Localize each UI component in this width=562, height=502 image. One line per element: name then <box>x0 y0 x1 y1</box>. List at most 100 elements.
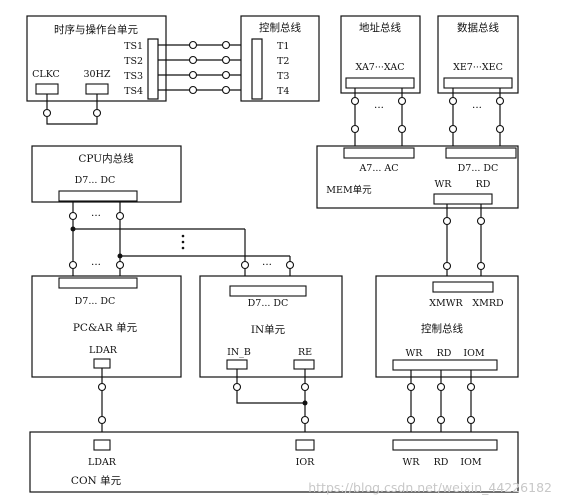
data-bus-title: 数据总线 <box>457 21 499 34</box>
t2-label: T2 <box>277 56 289 67</box>
cpu-internal-bus: CPU内总线 D7... DC <box>31 145 182 203</box>
re-label: RE <box>298 347 312 358</box>
in-b-node <box>232 382 242 392</box>
address-bus-unit: 地址总线 XA7···XAC <box>340 15 421 94</box>
ldar-node-2 <box>97 415 107 425</box>
data-bus-ellipsis: ··· <box>472 102 482 114</box>
mem-unit-title: MEM单元 <box>326 184 372 196</box>
con-ldar-port <box>93 439 111 451</box>
t3-node-right <box>221 70 231 80</box>
clkc-label: CLKC <box>32 69 60 80</box>
hz30-port <box>85 83 109 95</box>
control-to-con-wires <box>406 370 476 442</box>
control-bus-top: 控制总线 T1 T2 T3 T4 <box>240 15 320 102</box>
t1-label: T1 <box>277 41 289 52</box>
in-data-port <box>229 285 307 297</box>
iom-node-2 <box>466 415 476 425</box>
con-ldar-label: LDAR <box>88 457 117 468</box>
hz30-label: 30HZ <box>84 69 111 80</box>
timing-console-unit: 时序与操作台单元 TS1 TS2 TS3 TS4 CLKC 30HZ <box>26 15 167 102</box>
cpu-bus-wires: ··· ··· ··· <box>68 201 295 286</box>
rd-node-1 <box>436 382 446 392</box>
addr-node-1 <box>350 96 360 106</box>
ts3-label: TS3 <box>124 71 143 82</box>
mem-control-port <box>433 193 493 205</box>
t4-node-right <box>221 85 231 95</box>
addr-bus-ellipsis: ··· <box>374 102 384 114</box>
con-wr-label: WR <box>403 457 421 468</box>
cpu-node-1 <box>68 211 78 221</box>
control-bus-right-title: 控制总线 <box>421 322 463 335</box>
in-port-label: D7... DC <box>248 298 289 309</box>
ts3-node-left <box>188 70 198 80</box>
data-bus-port-label: XE7···XEC <box>453 62 503 73</box>
mem-unit: A7... AC D7... DC MEM单元 WR RD <box>316 145 519 209</box>
bus-to-mem-wires: ··· ··· <box>350 88 505 148</box>
in-unit: D7... DC IN单元 IN_B RE <box>199 275 343 378</box>
mem-wr-node-1 <box>442 216 452 226</box>
mem-to-control-wires <box>442 204 486 282</box>
t1-node-right <box>221 40 231 50</box>
mem-data-port <box>445 147 517 159</box>
re-node-1 <box>300 382 310 392</box>
control-bus-right-bottom-port <box>392 359 498 371</box>
in-ellipsis: ··· <box>262 259 272 271</box>
data-node-3 <box>448 124 458 134</box>
addr-node-4 <box>397 124 407 134</box>
mem-wr-node-2 <box>442 261 452 271</box>
pc-ar-title: PC&AR 单元 <box>73 322 138 334</box>
cpu-junction-1 <box>70 226 76 232</box>
pcar-node-1 <box>68 260 78 270</box>
ior-node <box>300 415 310 425</box>
mem-data-port-label: D7... DC <box>458 163 499 174</box>
in-node-1 <box>240 260 250 270</box>
con-rd-label: RD <box>434 457 449 468</box>
ts-connector-bar <box>147 38 159 100</box>
pc-ar-unit: D7... DC PC&AR 单元 LDAR <box>31 275 182 378</box>
wr-node-2 <box>406 415 416 425</box>
cpu-bus-port-label: D7... DC <box>75 175 116 186</box>
ctrl-wr-label: WR <box>406 348 424 359</box>
ts1-node-left <box>188 40 198 50</box>
address-bus-title: 地址总线 <box>359 21 401 34</box>
in-b-port <box>226 359 248 370</box>
ts-to-t-wires <box>158 40 252 95</box>
ldar-node-1 <box>97 382 107 392</box>
addr-node-2 <box>397 96 407 106</box>
hz30-node <box>92 108 102 118</box>
cpu-bus-ellipsis-top: ··· <box>91 210 101 222</box>
data-bus-unit: 数据总线 XE7···XEC <box>437 15 519 94</box>
pc-ar-ldar-label: LDAR <box>89 345 118 356</box>
t-connector-bar <box>251 38 263 100</box>
in-node-2 <box>285 260 295 270</box>
cpu-bus-port <box>58 190 138 202</box>
cpu-node-2 <box>115 211 125 221</box>
addr-node-3 <box>350 124 360 134</box>
control-bus-right: XMWR XMRD 控制总线 WR RD IOM <box>375 275 519 378</box>
re-port <box>293 359 315 370</box>
control-bus-right-top-port <box>432 281 494 293</box>
watermark-text: https://blog.csdn.net/weixin_44226182 <box>308 480 552 495</box>
mem-rd-node-2 <box>476 261 486 271</box>
wr-node-1 <box>406 382 416 392</box>
ctrl-iom-label: IOM <box>463 348 485 359</box>
con-unit-title: CON 单元 <box>71 475 122 487</box>
ts4-node-left <box>188 85 198 95</box>
signal-wires-lower <box>97 368 310 442</box>
in-unit-title: IN单元 <box>251 324 286 336</box>
data-node-2 <box>495 96 505 106</box>
ctrl-rd-label: RD <box>437 348 452 359</box>
mem-rd-node-1 <box>476 216 486 226</box>
address-bus-port-label: XA7···XAC <box>356 62 405 73</box>
clkc-port <box>35 83 59 95</box>
t4-label: T4 <box>277 86 289 97</box>
pc-ar-data-port <box>58 277 138 289</box>
ts4-label: TS4 <box>124 86 143 97</box>
mem-rd-label: RD <box>476 179 491 190</box>
clkc-node <box>42 108 52 118</box>
address-bus-port <box>345 77 415 89</box>
control-bus-top-title: 控制总线 <box>259 21 301 34</box>
cpu-junction-2 <box>117 253 123 259</box>
t2-node-right <box>221 55 231 65</box>
